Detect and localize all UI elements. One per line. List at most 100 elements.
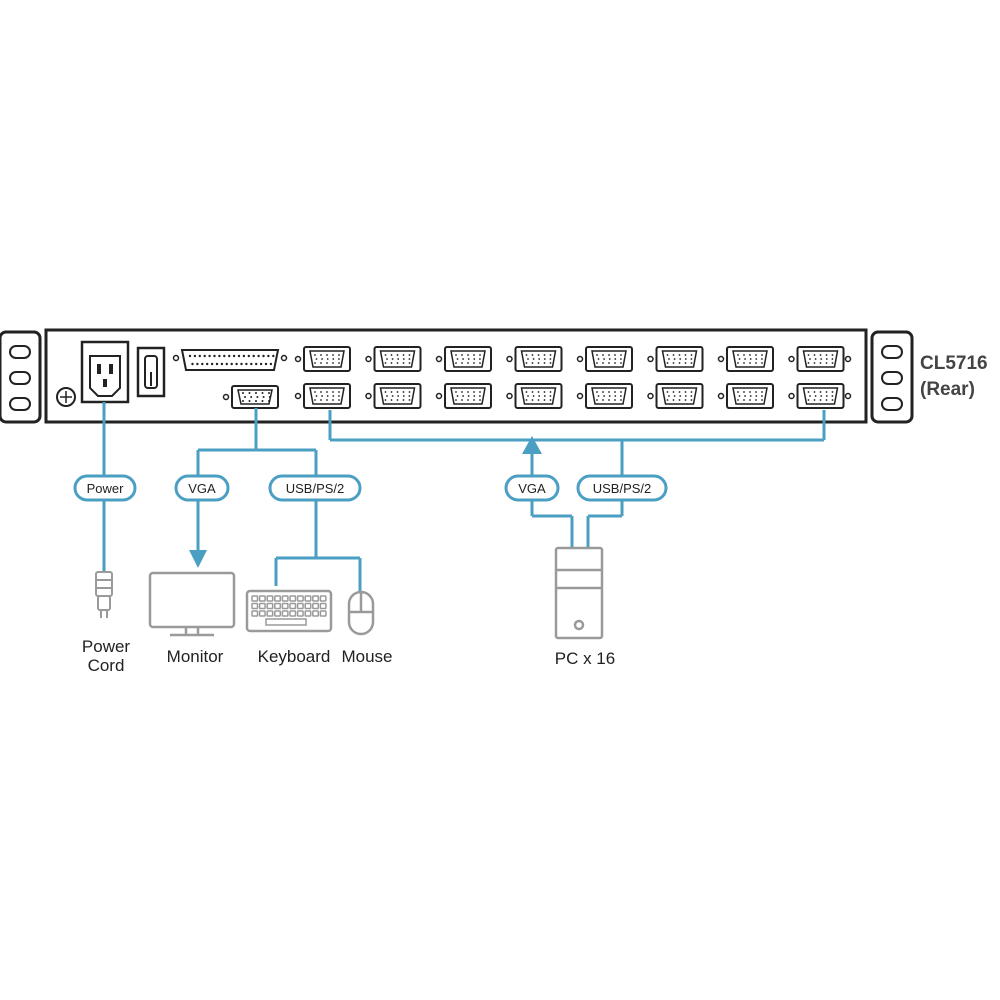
pin [250, 362, 253, 366]
pin [255, 400, 257, 402]
right-rack-ear [870, 330, 914, 424]
pin [196, 362, 199, 366]
key [266, 602, 274, 610]
pc-port-14 [647, 383, 704, 409]
vga-console-pill: VGA [174, 474, 230, 502]
pc-port-5 [576, 346, 633, 372]
key [289, 610, 297, 617]
power-cord-label-line1: Power [82, 637, 131, 656]
pin [259, 362, 263, 366]
pc-port-6 [647, 346, 704, 372]
pin [237, 354, 241, 358]
pin [242, 400, 244, 402]
keyboard-label: Keyboard [258, 647, 331, 666]
key [289, 602, 297, 610]
pin [218, 354, 221, 358]
pin [257, 354, 260, 358]
usb-console-pill: USB/PS/2 [268, 474, 362, 502]
console-vga-port [222, 385, 279, 409]
key [319, 602, 327, 610]
pc-port-16 [788, 383, 845, 409]
vga-pc-pill-label: VGA [518, 481, 546, 496]
pc-port-4 [506, 346, 563, 372]
pin [232, 354, 236, 358]
pin [245, 362, 248, 366]
key [251, 610, 259, 617]
key [312, 602, 320, 610]
usb-pc-pill: USB/PS/2 [576, 474, 668, 502]
monitor-label: Monitor [167, 647, 224, 666]
key [258, 610, 266, 617]
pin [206, 362, 209, 366]
pin [250, 396, 253, 398]
pc-port-13 [576, 383, 633, 409]
pin [223, 354, 226, 358]
pc-port-15 [717, 383, 774, 409]
pin [242, 354, 246, 358]
pc-port-2 [365, 346, 422, 372]
pin [256, 396, 259, 398]
power-plug-icon [95, 571, 113, 618]
pin [262, 396, 265, 398]
monitor-icon [148, 571, 236, 637]
pin [269, 362, 273, 366]
pc-tower-icon [554, 546, 604, 640]
db37-port [172, 349, 288, 371]
pin [268, 392, 270, 394]
key [274, 610, 282, 617]
pin [198, 354, 201, 358]
pin [264, 362, 268, 366]
pc-port-8 [788, 346, 845, 372]
usb-pc-pill-label: USB/PS/2 [593, 481, 652, 496]
left-rack-ear [0, 330, 42, 424]
pin [268, 400, 270, 402]
pin [220, 362, 224, 366]
pc-port-12 [506, 383, 563, 409]
key [281, 610, 289, 617]
pin [228, 354, 231, 358]
pc-port-grid [294, 346, 852, 409]
key [296, 595, 304, 602]
pin [191, 362, 194, 366]
pin [193, 354, 197, 358]
key [258, 602, 266, 610]
mouse-icon [347, 590, 375, 636]
key [296, 602, 304, 610]
pin [262, 354, 265, 358]
mouse-label: Mouse [341, 647, 392, 666]
vga-console-pill-label: VGA [188, 481, 216, 496]
key [274, 595, 282, 602]
key [304, 595, 312, 602]
key [251, 602, 259, 610]
key [258, 595, 266, 602]
arrow-to-monitor [189, 550, 207, 568]
pc-port-11 [435, 383, 492, 409]
pc-port-1 [294, 346, 351, 372]
key [251, 595, 259, 602]
pin [201, 362, 204, 366]
pin [255, 362, 258, 366]
power-pill-label: Power [87, 481, 125, 496]
view-label: (Rear) [920, 379, 975, 400]
pin [252, 354, 255, 358]
key [296, 610, 304, 617]
pc-port-7 [717, 346, 774, 372]
pin [235, 362, 238, 366]
pin [225, 362, 228, 366]
key [289, 595, 297, 602]
ground-screw-icon [56, 387, 76, 407]
pin [210, 362, 214, 366]
pin [272, 354, 275, 358]
pin [203, 354, 206, 358]
pin [215, 362, 219, 366]
key [319, 610, 327, 617]
pin [268, 396, 271, 398]
key [312, 610, 320, 617]
pin [230, 362, 233, 366]
key [304, 610, 312, 617]
key [266, 610, 274, 617]
power-switch-icon [136, 346, 166, 398]
power-pill: Power [73, 474, 137, 502]
pc-port-3 [435, 346, 492, 372]
